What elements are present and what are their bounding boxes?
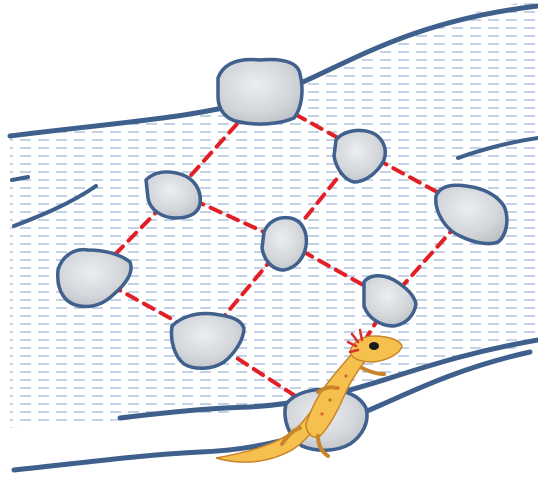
stone-middle[interactable] (262, 218, 306, 270)
stone-upper-left[interactable] (146, 172, 200, 218)
stone-top-1[interactable] (218, 60, 302, 125)
